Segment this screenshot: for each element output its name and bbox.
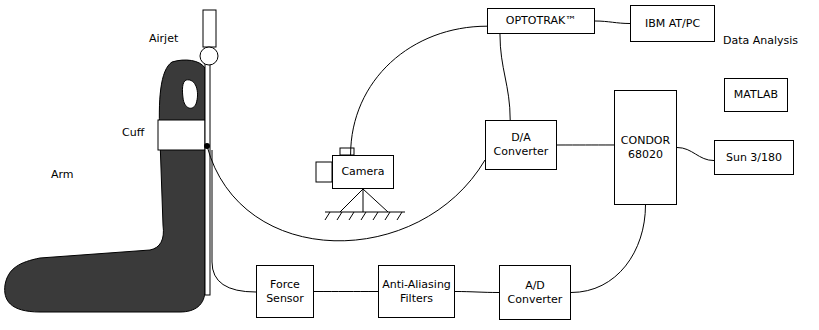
tripod xyxy=(325,189,405,220)
sensor-box: Force Sensor xyxy=(256,265,314,318)
workstation-box: Sun 3/180 xyxy=(714,140,794,175)
node-text: Anti-Aliasing Filters xyxy=(382,278,451,306)
processor-box: CONDOR 68020 xyxy=(614,90,677,205)
section-label: Data Analysis xyxy=(722,34,799,47)
converter-box: D/A Converter xyxy=(485,120,557,170)
signal-line xyxy=(455,292,499,293)
camera-viewfinder xyxy=(340,148,354,155)
node-text: IBM AT/PC xyxy=(645,17,700,31)
tracker-box: OPTOTRAK™ xyxy=(487,8,595,34)
node-text: A/D Converter xyxy=(503,279,567,307)
computer-box: IBM AT/PC xyxy=(630,5,715,42)
signal-line xyxy=(571,205,646,293)
force-wire xyxy=(212,150,256,292)
hand-shape xyxy=(182,80,197,108)
signal-wire xyxy=(207,146,485,241)
support-bar xyxy=(205,50,210,295)
part-label: Airjet xyxy=(148,32,179,45)
signal-line xyxy=(500,34,510,120)
signal-line xyxy=(314,291,378,292)
filter-box: Anti-Aliasing Filters xyxy=(378,265,455,318)
part-label: Cuff xyxy=(121,126,145,139)
node-text: D/A Converter xyxy=(489,131,553,159)
camera-lens xyxy=(316,162,332,182)
signal-line xyxy=(595,21,630,24)
node-text: OPTOTRAK™ xyxy=(506,14,576,28)
cuff-band xyxy=(158,120,205,150)
converter-box: A/D Converter xyxy=(499,265,571,320)
node-text: Force Sensor xyxy=(260,278,310,306)
signal-line xyxy=(557,144,614,145)
node-text: Sun 3/180 xyxy=(726,151,782,165)
part-label: Arm xyxy=(50,168,75,181)
signal-line xyxy=(351,26,487,155)
camera-body: Camera xyxy=(332,155,394,189)
software-box: MATLAB xyxy=(724,78,788,112)
node-text: MATLAB xyxy=(734,88,778,102)
node-text: CONDOR 68020 xyxy=(618,134,673,162)
node-text: Camera xyxy=(341,165,384,179)
airjet-ball xyxy=(200,47,218,65)
airjet-nozzle xyxy=(203,10,216,47)
signal-line xyxy=(677,148,714,161)
arm-shape xyxy=(5,60,205,312)
